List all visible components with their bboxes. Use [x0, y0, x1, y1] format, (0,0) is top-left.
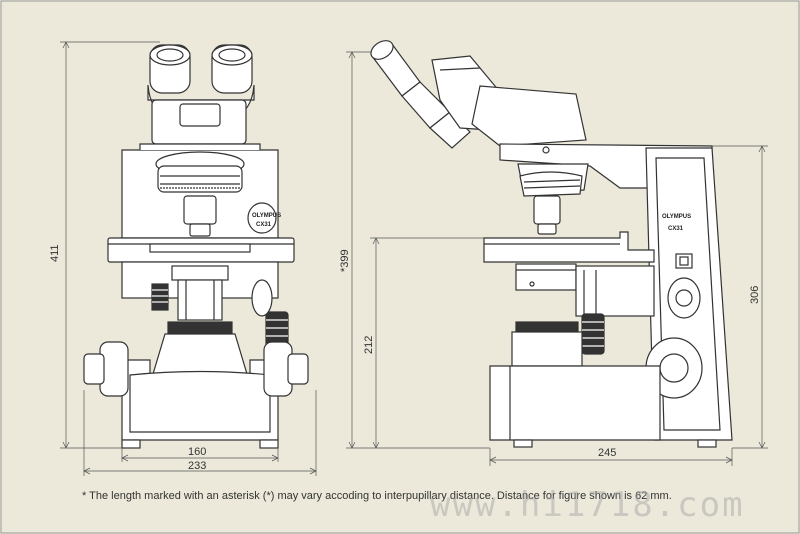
side-depth-label: 245 — [598, 447, 616, 459]
side-base — [489, 365, 717, 448]
front-base-width-label: 160 — [188, 446, 206, 458]
side-eyepiece — [370, 40, 587, 149]
side-arm: OLYMPUS CX31 — [499, 143, 733, 441]
side-stage-height-label: 212 — [363, 336, 375, 354]
front-total-width-label: 233 — [188, 460, 206, 472]
front-stage — [107, 237, 295, 321]
side-frame-height-label: 306 — [749, 286, 761, 304]
front-height-label: 411 — [49, 244, 61, 262]
front-view: OLYMPUS CX31 — [83, 44, 309, 449]
side-dimensions — [346, 51, 768, 466]
front-dimensions — [60, 41, 317, 476]
side-stage — [483, 231, 655, 317]
footnote-text: * The length marked with an asterisk (*)… — [82, 490, 672, 502]
front-eyepieces — [147, 44, 255, 145]
side-height-asterisk-label: *399 — [339, 249, 351, 272]
side-brand-label: OLYMPUS — [662, 214, 691, 220]
front-model-label: CX31 — [256, 222, 272, 228]
side-model-label: CX31 — [668, 226, 684, 232]
front-brand-label: OLYMPUS — [252, 213, 281, 219]
watermark-text: www.hi1718.com — [430, 485, 745, 525]
front-base — [83, 321, 309, 449]
side-focus-knobs — [511, 313, 605, 367]
side-view: OLYMPUS CX31 — [370, 40, 733, 448]
front-body: OLYMPUS CX31 — [121, 143, 281, 239]
